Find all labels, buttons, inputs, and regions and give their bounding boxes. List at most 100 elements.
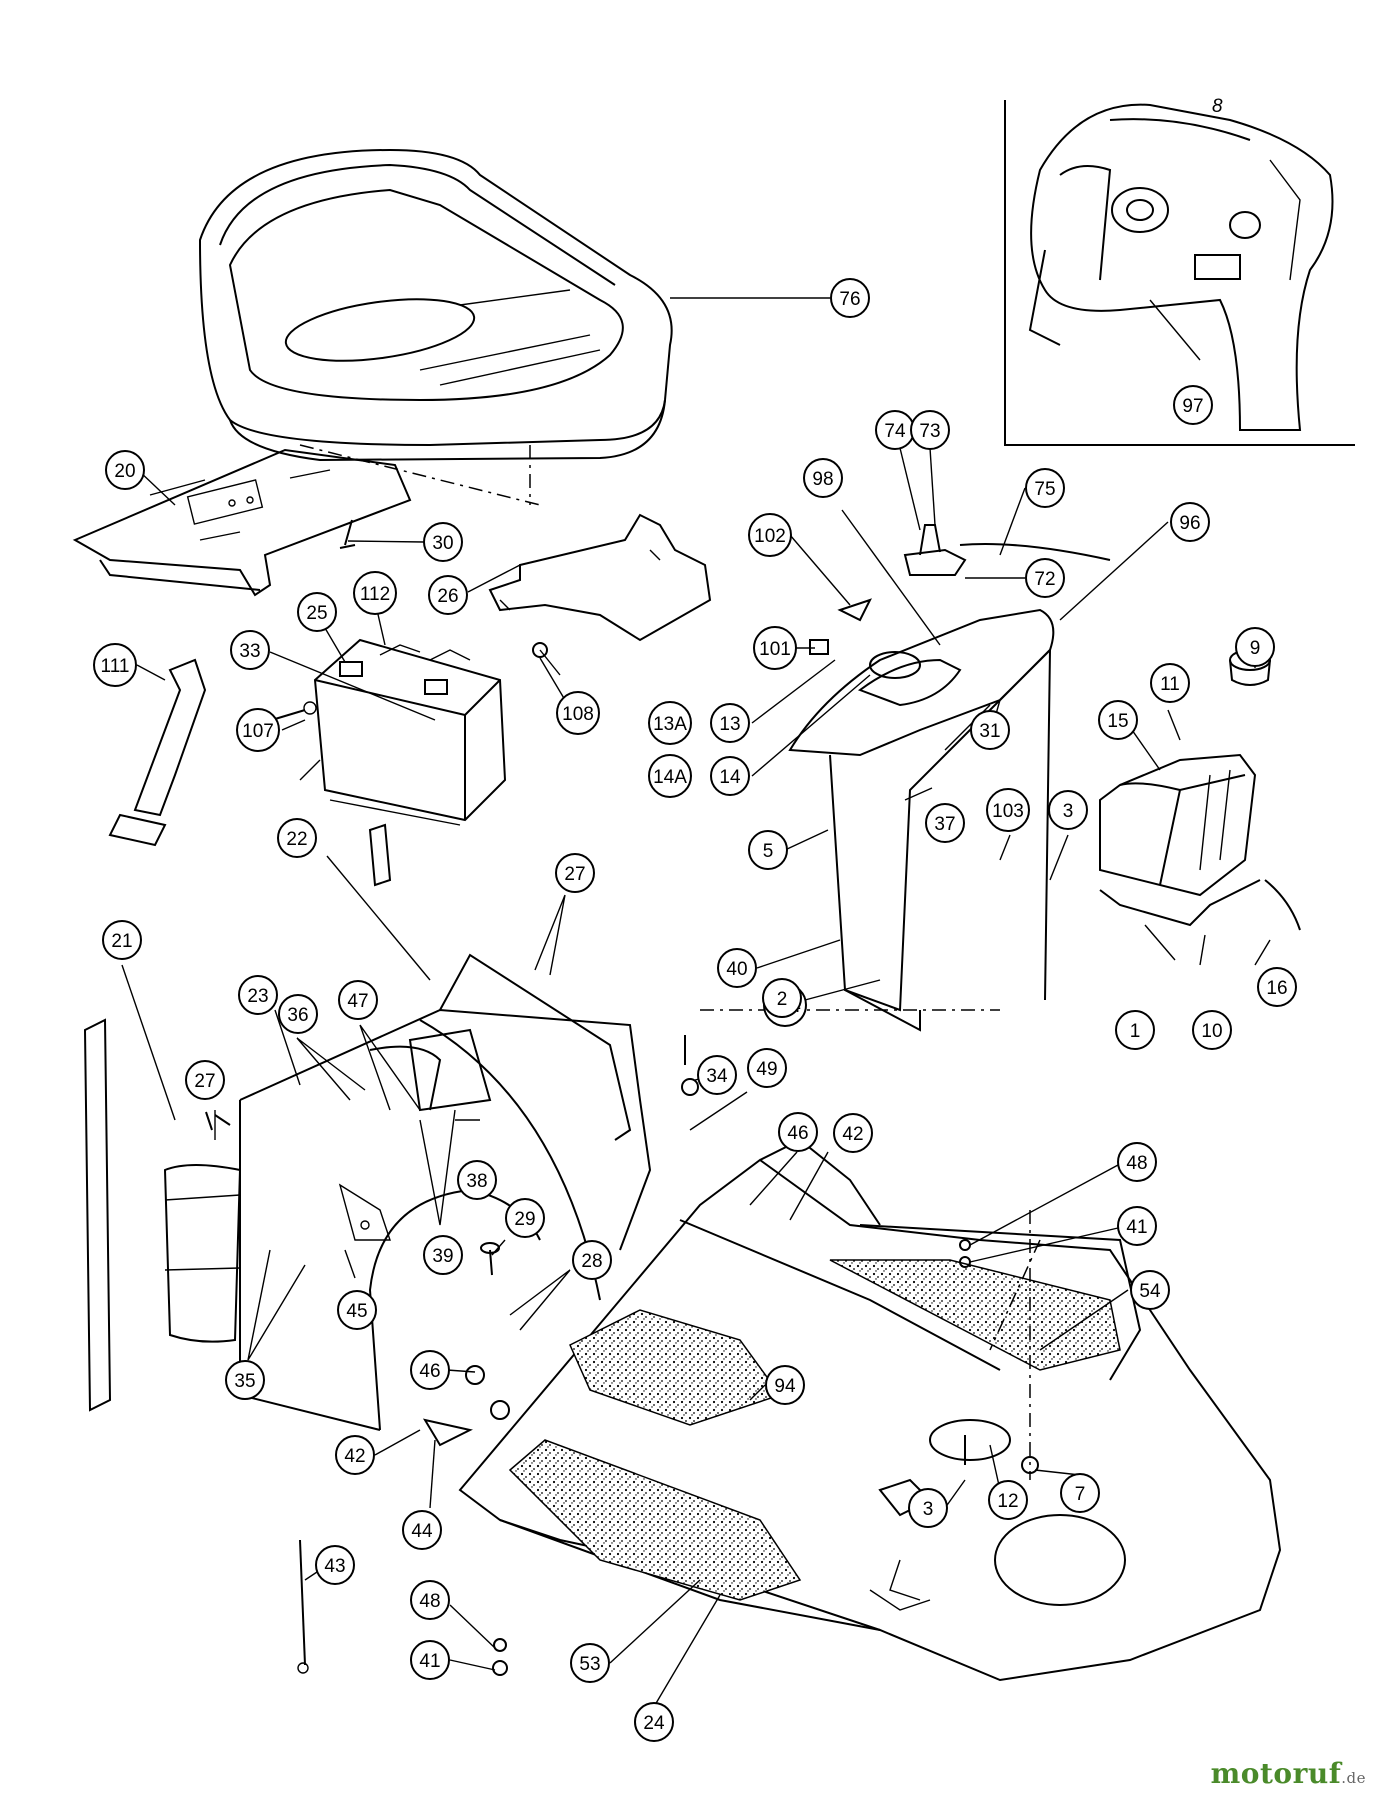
callout-27b: 27 (185, 1060, 225, 1100)
callout-number: 112 (360, 584, 390, 605)
callout-circle (423, 522, 463, 562)
callout-number: 14A (653, 767, 687, 788)
callout-number: 12 (997, 1491, 1018, 1512)
callout-2: 2 (762, 978, 802, 1018)
bolt-30 (339, 519, 356, 549)
callout-3a: 3 (1048, 790, 1088, 830)
callout-23: 23 (238, 975, 278, 1015)
callout-circle (185, 1060, 225, 1100)
callout-35: 35 (225, 1360, 265, 1400)
callout-number: 36 (287, 1005, 308, 1026)
callout-97: 97 (1173, 385, 1213, 425)
callout-number: 38 (466, 1171, 487, 1192)
callout-number: 42 (344, 1446, 365, 1467)
callout-number: 13A (653, 714, 687, 735)
callout-number: 96 (1179, 513, 1200, 534)
callout-number: 9 (1250, 638, 1261, 659)
callout-circle (1235, 627, 1275, 667)
callout-circle (710, 703, 750, 743)
fuel-line-16 (1264, 879, 1301, 931)
callout-25: 25 (297, 592, 337, 632)
callout-circle (717, 948, 757, 988)
callout-number: 24 (643, 1713, 665, 1734)
callout-circle (648, 701, 692, 745)
callout-number: 41 (1126, 1217, 1147, 1238)
callout-circle (970, 710, 1010, 750)
callout-49: 49 (747, 1048, 787, 1088)
callout-circle (105, 450, 145, 490)
callout-10: 10 (1192, 1010, 1232, 1050)
callout-circle (753, 626, 797, 670)
callout-circle (1192, 1010, 1232, 1050)
callout-number: 102 (754, 526, 786, 547)
switch-101 (809, 639, 829, 655)
callout-circle (410, 1580, 450, 1620)
callout-number: 75 (1034, 479, 1055, 500)
callout-circle (402, 1510, 442, 1550)
fuel-tank-drawing (1099, 649, 1301, 931)
callout-number: 41 (419, 1651, 440, 1672)
callout-circle (230, 630, 270, 670)
callout-48b: 48 (410, 1580, 450, 1620)
nut-108 (532, 642, 561, 676)
callout-circle (297, 592, 337, 632)
callout-number: 107 (242, 721, 274, 742)
callout-7: 7 (1060, 1473, 1100, 1513)
callout-circle (556, 691, 600, 735)
callout-circle (1117, 1142, 1157, 1182)
callout-circle (338, 980, 378, 1020)
dashboard-inset-drawing (1028, 103, 1334, 431)
callout-circle (1117, 1206, 1157, 1246)
callout-73: 73 (910, 410, 950, 450)
callout-42b: 42 (335, 1435, 375, 1475)
callout-24: 24 (634, 1702, 674, 1742)
callout-26: 26 (428, 575, 468, 615)
callout-circle (555, 853, 595, 893)
callout-circle (1025, 468, 1065, 508)
callout-circle (925, 803, 965, 843)
callout-47: 47 (338, 980, 378, 1020)
callout-circle (833, 1113, 873, 1153)
callout-48a: 48 (1117, 1142, 1157, 1182)
callout-45: 45 (337, 1290, 377, 1330)
callout-circle (423, 1235, 463, 1275)
callout-41b: 41 (410, 1640, 450, 1680)
callout-number: 13 (719, 714, 740, 735)
seat-plate-drawing (72, 448, 412, 597)
callout-number: 54 (1139, 1281, 1161, 1302)
callout-37: 37 (925, 803, 965, 843)
callout-number: 53 (579, 1654, 600, 1675)
bracket-22 (368, 823, 392, 887)
callout-circle (710, 756, 750, 796)
callout-13A: 13A (648, 701, 692, 745)
callout-103: 103 (986, 788, 1030, 832)
callout-number: 5 (763, 841, 774, 862)
callout-circle (1025, 558, 1065, 598)
callout-circle (778, 1112, 818, 1152)
callout-16: 16 (1257, 967, 1297, 1007)
callout-number: 101 (759, 639, 791, 660)
callout-number: 103 (992, 801, 1024, 822)
callout-number: 20 (114, 461, 135, 482)
callout-number: 48 (419, 1591, 440, 1612)
callout-circle (353, 571, 397, 615)
callout-41a: 41 (1117, 1206, 1157, 1246)
callout-number: 46 (787, 1123, 808, 1144)
callout-number: 111 (101, 656, 130, 677)
callout-36: 36 (278, 994, 318, 1034)
callout-number: 46 (419, 1361, 440, 1382)
callout-number: 108 (562, 704, 594, 725)
callout-14: 14 (710, 756, 750, 796)
callout-circle (762, 978, 802, 1018)
callout-1: 1 (1115, 1010, 1155, 1050)
watermark-logo: motoruf.de (1211, 1757, 1366, 1790)
callout-number: 44 (411, 1521, 433, 1542)
callout-111: 111 (93, 643, 137, 687)
callout-circle (648, 754, 692, 798)
callout-number: 22 (286, 829, 307, 850)
callout-circle (236, 708, 280, 752)
callout-circle (765, 1365, 805, 1405)
callout-number: 37 (934, 814, 955, 835)
callout-44: 44 (402, 1510, 442, 1550)
callout-21: 21 (102, 920, 142, 960)
